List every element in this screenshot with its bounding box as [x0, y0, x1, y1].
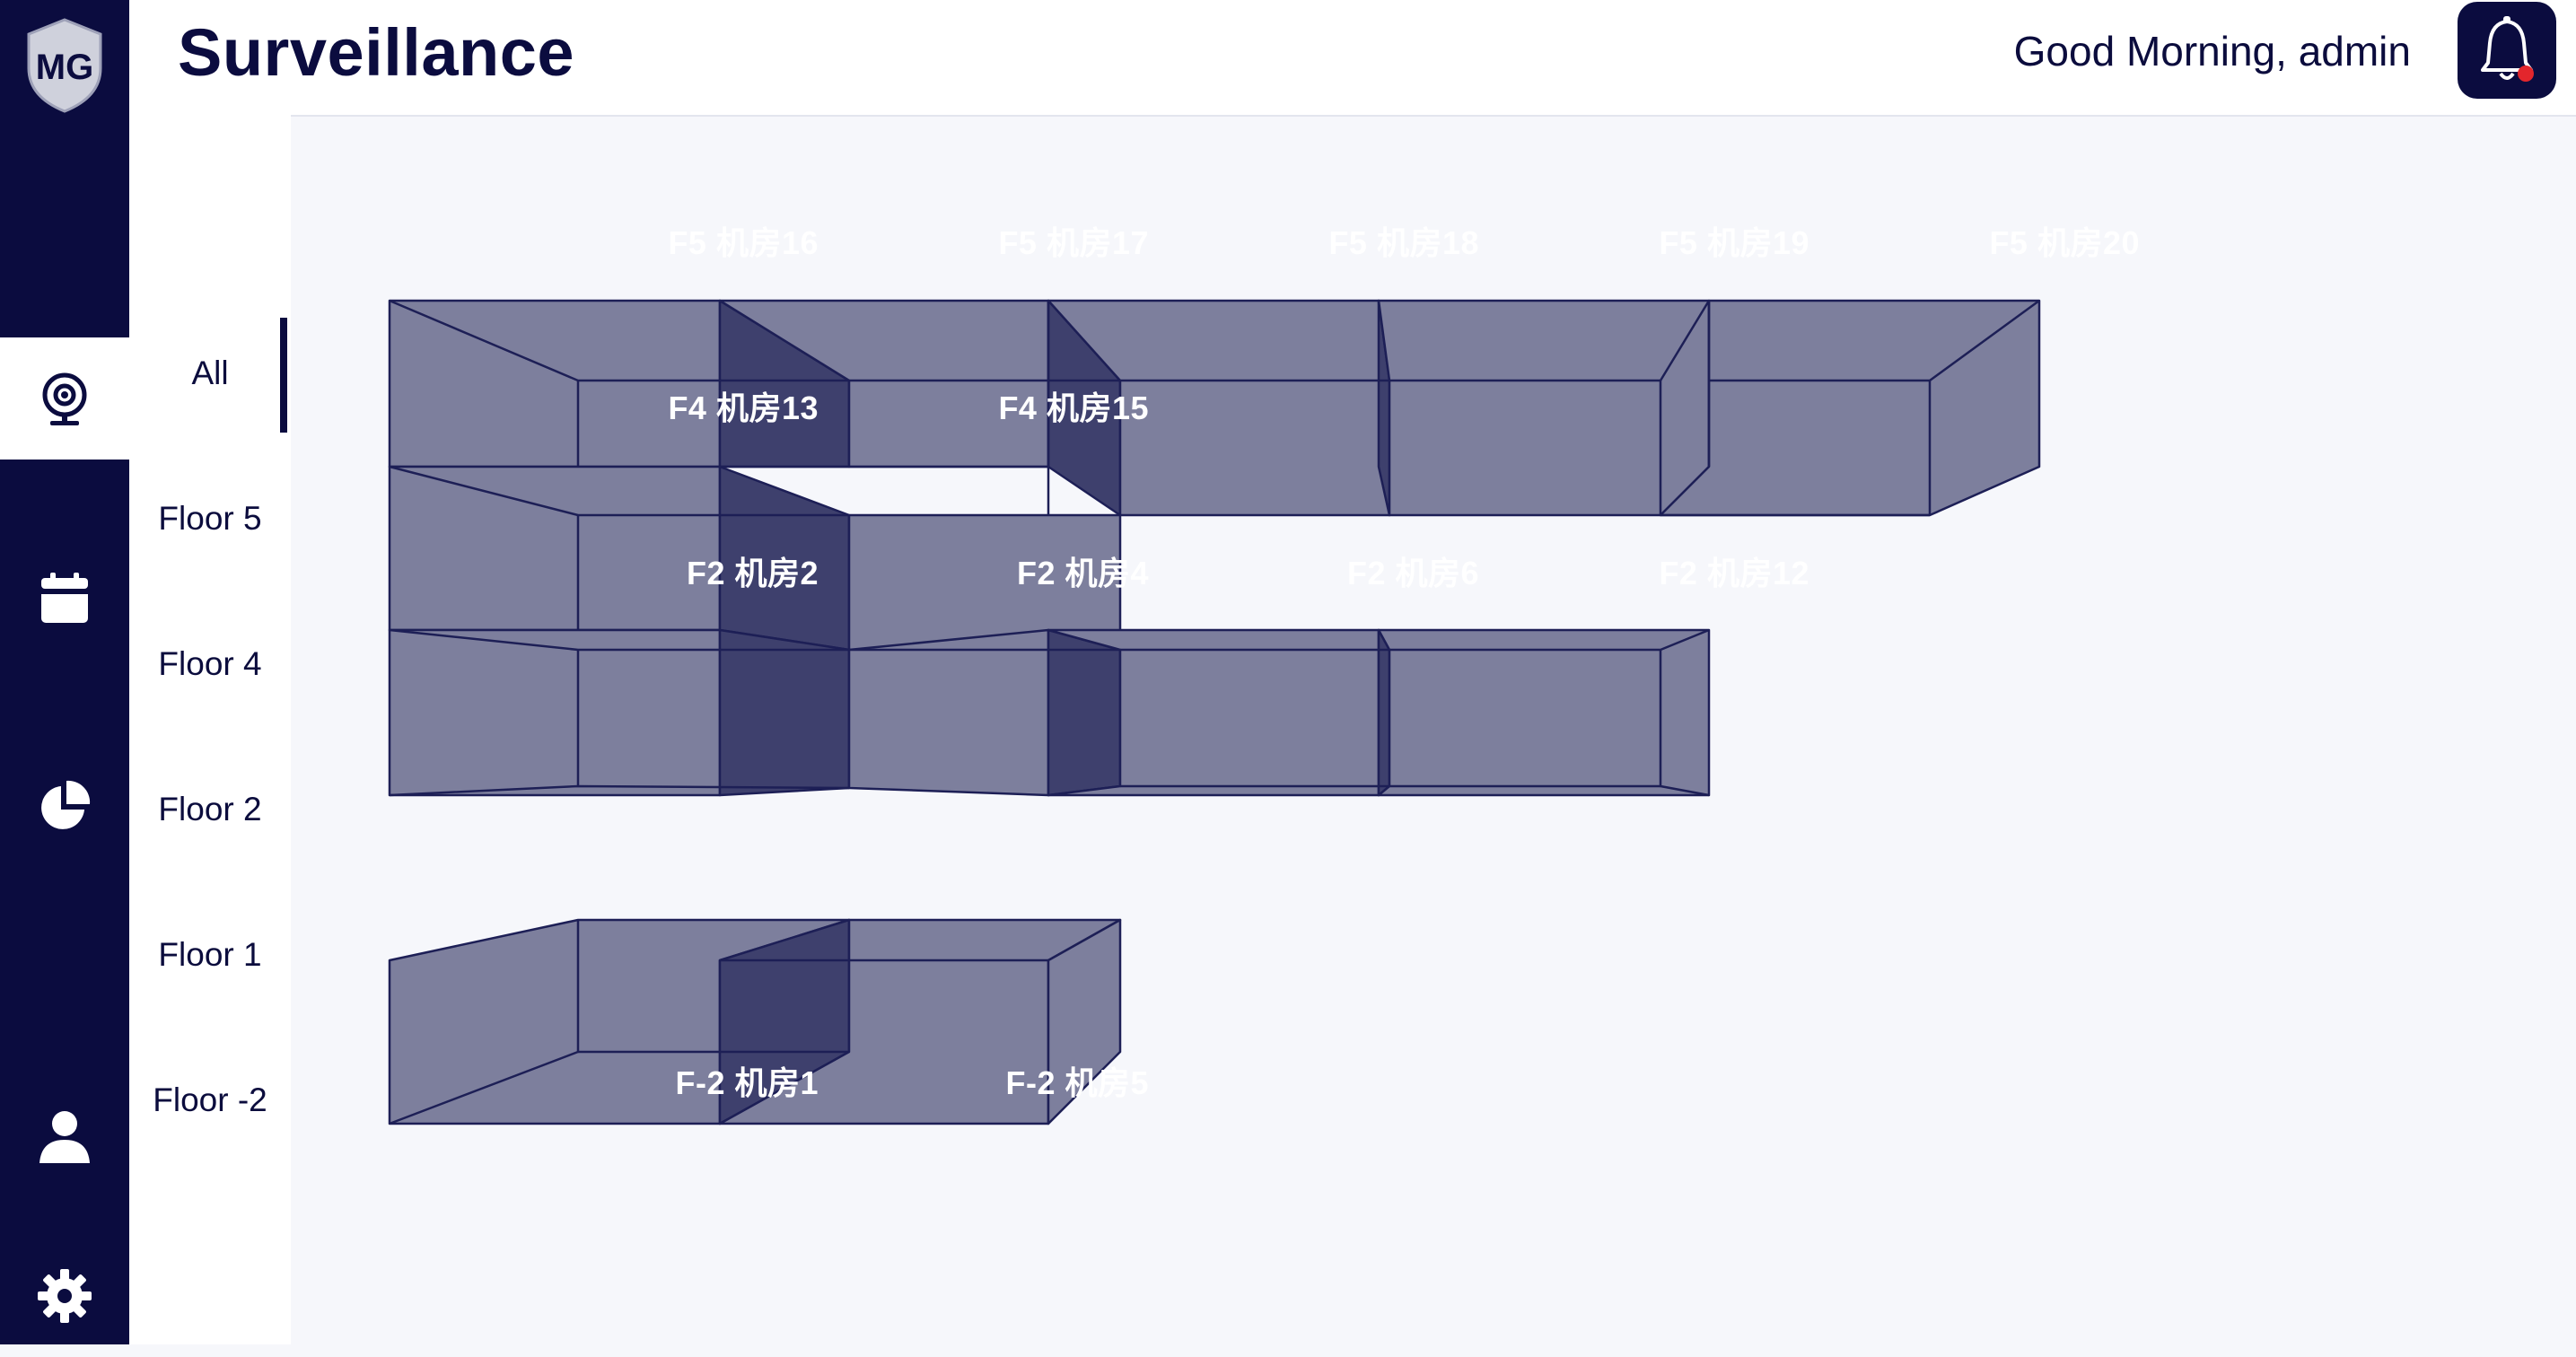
- floor-5[interactable]: Floor 5: [158, 500, 262, 537]
- page-title: Surveillance: [178, 15, 575, 90]
- room-label-f2-12[interactable]: F2 机房12: [1659, 555, 1809, 591]
- nav-users[interactable]: [0, 1075, 129, 1197]
- room-label-f5-20[interactable]: F5 机房20: [1989, 224, 2140, 261]
- room-label-f2-6[interactable]: F2 机房6: [1346, 555, 1479, 591]
- room-f4-15[interactable]: [720, 465, 1122, 652]
- calendar-icon: [41, 573, 88, 623]
- room-label-f-2-5[interactable]: F-2 机房5: [1005, 1064, 1149, 1101]
- top-header: Surveillance Good Morning, admin: [129, 0, 2576, 117]
- notifications-button[interactable]: [2458, 2, 2556, 99]
- room-f5-17[interactable]: [718, 299, 1122, 517]
- room-label-f2-4[interactable]: F2 机房4: [1016, 555, 1149, 591]
- room-label-f5-19[interactable]: F5 机房19: [1659, 224, 1809, 261]
- logo-text: MG: [36, 48, 93, 87]
- floor-all[interactable]: All: [129, 318, 291, 433]
- greeting-text: Good Morning, admin: [2013, 28, 2411, 74]
- room-label-f4-15[interactable]: F4 机房15: [998, 390, 1149, 426]
- room-f2-2[interactable]: [388, 628, 851, 797]
- logo: MG: [23, 16, 106, 115]
- room-f4-13[interactable]: [388, 465, 851, 652]
- room-map-graphic: [388, 299, 2041, 1125]
- camera-icon: [42, 372, 87, 425]
- room-label-f4-13[interactable]: F4 机房13: [668, 390, 819, 426]
- room-label-f2-2[interactable]: F2 机房2: [686, 555, 819, 591]
- room-f2-4[interactable]: [847, 628, 1122, 797]
- floor-minus-2[interactable]: Floor -2: [153, 1081, 267, 1118]
- floor-1[interactable]: Floor 1: [158, 936, 262, 973]
- nav-calendar[interactable]: [0, 538, 129, 661]
- room-f5-19[interactable]: [1377, 299, 1711, 517]
- room-label-f5-17[interactable]: F5 机房17: [998, 224, 1149, 261]
- notification-dot: [2518, 66, 2534, 82]
- nav-statistics[interactable]: [0, 745, 129, 867]
- room-label-f5-16[interactable]: F5 机房16: [668, 224, 819, 261]
- floor-filter: All Floor 5 Floor 4 Floor 2 Floor 1 Floo…: [129, 115, 291, 1344]
- room-label-f-2-1[interactable]: F-2 机房1: [675, 1064, 819, 1101]
- gear-icon: [38, 1269, 92, 1323]
- user-icon: [39, 1111, 90, 1163]
- bell-icon: [2481, 16, 2534, 82]
- floor-4[interactable]: Floor 4: [158, 645, 262, 682]
- room-map: F5 机房16 F5 机房17 F5 机房18 F5 机房19 F5 机房20 …: [291, 117, 2576, 1344]
- room-f2-12[interactable]: [1377, 628, 1711, 797]
- nav-surveillance[interactable]: [0, 337, 129, 460]
- room-f-2-5[interactable]: [718, 918, 1122, 1125]
- room-f5-20[interactable]: [1659, 299, 2041, 517]
- nav-settings[interactable]: [0, 1235, 129, 1357]
- pie-chart-icon: [41, 780, 91, 829]
- floor-2[interactable]: Floor 2: [158, 791, 262, 827]
- room-label-f5-18[interactable]: F5 机房18: [1328, 224, 1479, 261]
- sidebar-rail: MG: [0, 0, 129, 1344]
